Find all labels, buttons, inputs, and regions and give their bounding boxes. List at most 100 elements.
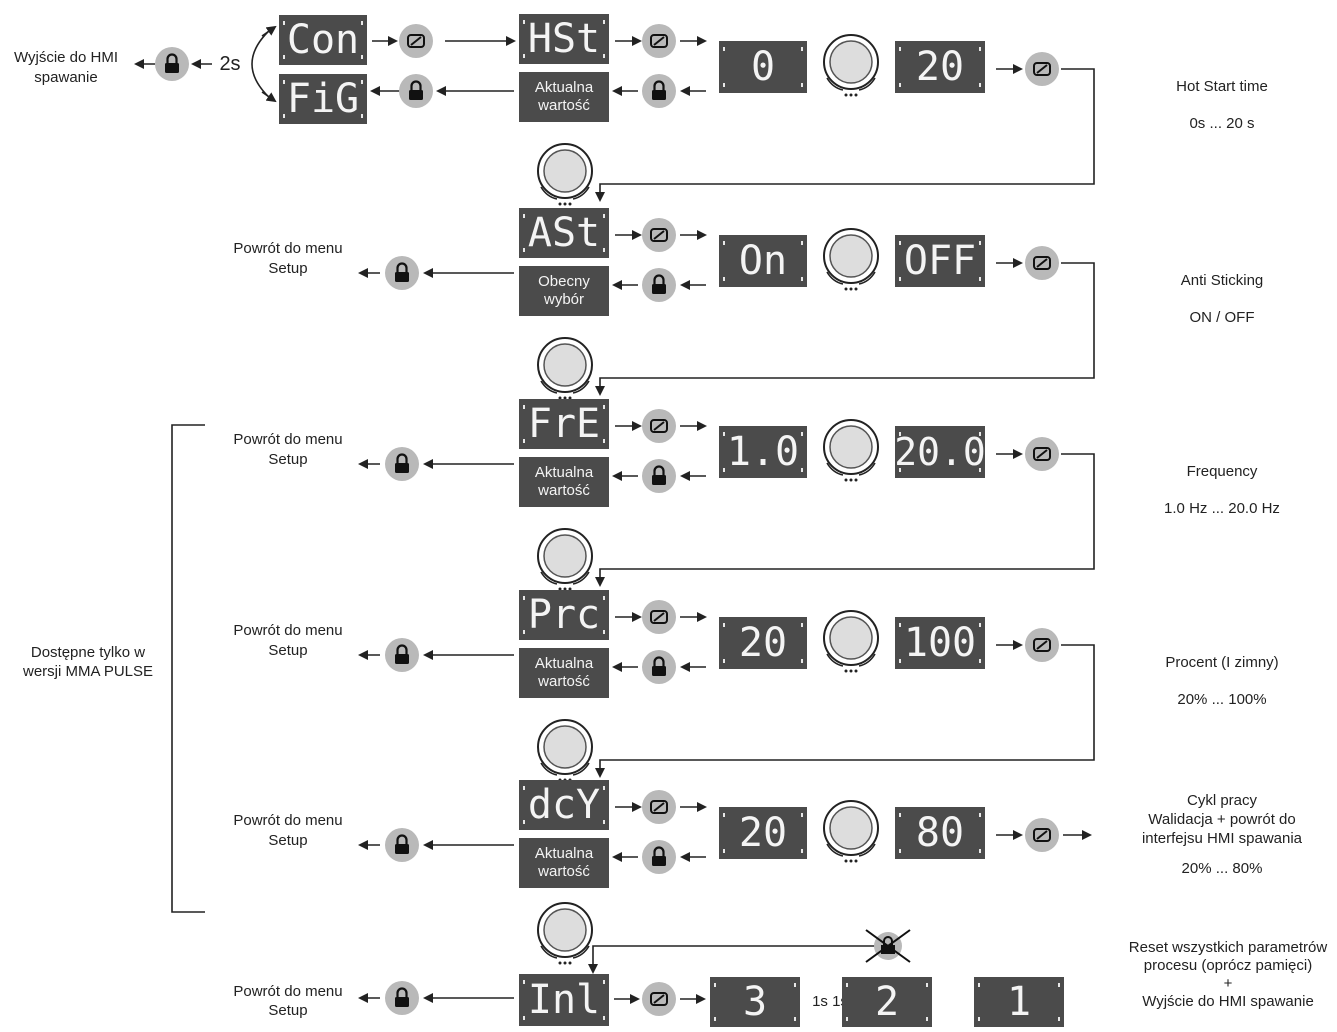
lock-icon <box>409 80 423 100</box>
rotate-ccw-arrow <box>826 271 844 285</box>
lcd-tick <box>899 277 901 281</box>
lcd-screen <box>719 807 807 859</box>
lcd-tick <box>801 241 803 245</box>
row-fre-next-knob[interactable] <box>537 528 593 591</box>
knob-dot <box>844 93 848 97</box>
row-fre-knob[interactable] <box>823 419 879 482</box>
row-fre-back-label: Powrót do menu <box>233 431 342 448</box>
lcd-tick <box>523 980 525 984</box>
row-prc-next-knob[interactable] <box>537 719 593 782</box>
row-dcy-back-lock-button[interactable] <box>385 828 419 862</box>
lcd-value: Inl <box>528 977 600 1023</box>
row-hst-code-display: HSt <box>519 14 609 64</box>
row-prc-knob[interactable] <box>823 610 879 673</box>
value-box-label: Aktualna <box>535 79 594 96</box>
rotate-cw-arrow <box>572 945 590 959</box>
edit-button-con[interactable] <box>399 24 433 58</box>
lcd-tick <box>603 54 605 58</box>
row-fre-save-button[interactable] <box>1025 437 1059 471</box>
lcd-tick <box>1058 1017 1060 1021</box>
init-desc: Wyjście do HMI spawanie <box>1142 993 1314 1010</box>
rotate-ccw-arrow <box>826 77 844 91</box>
lcd-tick <box>979 432 981 436</box>
lcd-tick <box>801 623 803 627</box>
row-ast-save-button[interactable] <box>1025 246 1059 280</box>
edit-icon <box>1033 828 1051 842</box>
row-fre-back-lock-button[interactable] <box>385 447 419 481</box>
init-edit-button[interactable] <box>642 982 676 1016</box>
init-knob[interactable] <box>537 902 593 965</box>
row-prc-back-lock-button[interactable] <box>385 638 419 672</box>
lcd-screen <box>719 617 807 669</box>
rotate-ccw-arrow <box>540 945 558 959</box>
row-dcy-back-label: Powrót do menu <box>233 812 342 829</box>
row-ast-next-knob[interactable] <box>537 337 593 400</box>
knob-dot <box>849 287 853 291</box>
lcd-tick <box>361 55 363 59</box>
lcd-value: 1.0 <box>727 429 799 475</box>
row-ast-min-display: On <box>719 235 807 287</box>
lcd-tick <box>801 83 803 87</box>
row-hst-next-knob[interactable] <box>537 143 593 206</box>
lock-button-top[interactable] <box>155 47 189 81</box>
row-dcy-desc-range: 20% ... 80% <box>1182 860 1263 877</box>
lcd-screen <box>719 41 807 93</box>
row-fre-edit-button[interactable] <box>642 409 676 443</box>
knob-dot <box>854 669 858 673</box>
row-dcy-lock-button[interactable] <box>642 840 676 874</box>
row-prc-desc-range: 20% ... 100% <box>1177 691 1266 708</box>
init-back-lock-button[interactable] <box>385 981 419 1015</box>
value-box <box>519 838 609 888</box>
row-prc-lock-button[interactable] <box>642 650 676 684</box>
lcd-tick <box>978 1017 980 1021</box>
edit-icon <box>650 34 668 48</box>
lcd-screen <box>974 977 1064 1027</box>
row-fre-lock-button[interactable] <box>642 459 676 493</box>
lcd-screen <box>519 399 609 449</box>
lock-icon <box>652 274 666 294</box>
lock-button-fig[interactable] <box>399 74 433 108</box>
row-prc-min-display: 20 <box>719 617 807 669</box>
row-prc-edit-button[interactable] <box>642 600 676 634</box>
row-dcy-knob[interactable] <box>823 800 879 863</box>
value-box-label: wartość <box>537 97 590 114</box>
lcd-tick <box>899 659 901 663</box>
row-ast-back-lock-button[interactable] <box>385 256 419 290</box>
row-dcy-save-button[interactable] <box>1025 818 1059 852</box>
lcd-tick <box>603 1016 605 1020</box>
row-hst-knob[interactable] <box>823 34 879 97</box>
rotate-cw-arrow <box>858 271 876 285</box>
rotate-cw-arrow <box>858 77 876 91</box>
lcd-tick <box>523 630 525 634</box>
lcd-screen <box>719 426 807 478</box>
knob-dot <box>849 93 853 97</box>
rotate-cw-arrow <box>858 843 876 857</box>
lcd-tick <box>801 659 803 663</box>
knob-cap <box>829 234 873 278</box>
value-box-label: wybór <box>543 291 584 308</box>
row-hst-lock-button[interactable] <box>642 74 676 108</box>
row-ast-lock-button[interactable] <box>642 268 676 302</box>
lock-icon <box>652 846 666 866</box>
knob-dot <box>844 478 848 482</box>
row-prc-save-button[interactable] <box>1025 628 1059 662</box>
lock-icon <box>652 80 666 100</box>
lcd-tick <box>801 432 803 436</box>
lcd-tick <box>603 405 605 409</box>
rotate-ccw-arrow <box>540 380 558 394</box>
knob-dot <box>563 587 567 591</box>
lcd-value: Prc <box>528 592 600 638</box>
row-dcy-edit-button[interactable] <box>642 790 676 824</box>
row-hst-save-button[interactable] <box>1025 52 1059 86</box>
row-ast-knob[interactable] <box>823 228 879 291</box>
row-ast-edit-button[interactable] <box>642 218 676 252</box>
lcd-tick <box>283 55 285 59</box>
rotate-cw-arrow <box>572 186 590 200</box>
row-dcy-desc-title: Walidacja + powrót do <box>1148 811 1295 828</box>
value-box <box>519 72 609 122</box>
row-hst-edit-button[interactable] <box>642 24 676 58</box>
rotate-cw-arrow <box>858 653 876 667</box>
lcd-tick <box>603 630 605 634</box>
lcd-tick <box>723 849 725 853</box>
